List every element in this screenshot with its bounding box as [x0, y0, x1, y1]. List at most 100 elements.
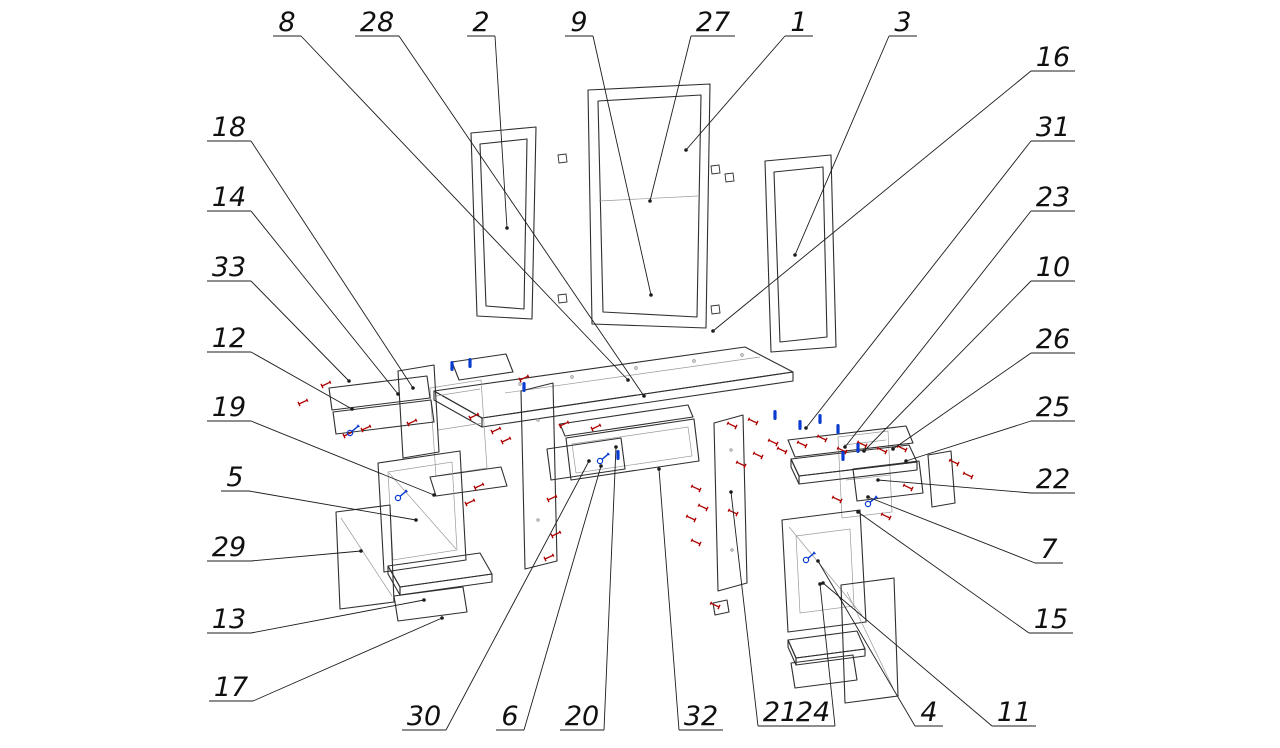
confirmat-screw-icon	[596, 452, 610, 465]
leader-line-24	[819, 583, 836, 727]
confirmat-screw-icon	[864, 495, 878, 508]
callout-label-1: 1	[790, 7, 807, 38]
leader-dot-10	[862, 449, 866, 453]
dowel-pin-icon	[773, 410, 777, 420]
leader-line-14	[250, 210, 399, 395]
leader-line-21	[730, 491, 759, 727]
tabletop-left-edge	[433, 390, 483, 428]
leader-dot-14	[396, 392, 400, 396]
hinge-tab	[557, 153, 568, 164]
callout-label-12: 12	[212, 323, 246, 354]
leader-line-5	[248, 490, 417, 521]
dowel-pin-icon	[798, 420, 802, 430]
dowel-pin-icon	[836, 424, 840, 434]
leader-dot-24	[818, 582, 822, 586]
leader-dot-28	[642, 394, 646, 398]
right-back-panel	[840, 577, 899, 704]
callout-label-21: 21	[763, 697, 797, 728]
side-panel-right	[713, 414, 748, 592]
callout-label-11: 11	[997, 697, 1031, 728]
screw-icon	[473, 482, 485, 491]
screw-icon	[752, 451, 764, 460]
hardware-fasteners-layer	[297, 358, 974, 610]
callout-label-9: 9	[570, 7, 587, 38]
leader-dot-23	[843, 445, 847, 449]
leader-line-16	[712, 70, 1032, 332]
leader-line-2	[494, 35, 508, 229]
hinge-tab	[710, 164, 721, 175]
leader-line-8	[300, 35, 629, 381]
callout-label-29: 29	[212, 532, 246, 563]
screw-icon	[902, 483, 914, 492]
leader-line-13	[250, 599, 425, 634]
leader-dot-19	[432, 493, 436, 497]
confirmat-screw-icon	[802, 551, 816, 564]
leader-dot-31	[804, 426, 808, 430]
screw-icon	[747, 417, 759, 426]
small-bracket	[712, 599, 730, 616]
leader-dot-12	[350, 407, 354, 411]
screw-icon	[518, 374, 530, 383]
screw-icon	[831, 495, 843, 504]
callout-label-5: 5	[226, 462, 243, 493]
screw-icon	[836, 446, 848, 455]
confirmat-screw-icon	[346, 424, 360, 437]
left-vertical-panel	[397, 364, 440, 459]
screw-icon	[464, 498, 476, 507]
leader-line-32	[658, 468, 680, 731]
callout-label-31: 31	[1036, 112, 1070, 143]
leader-line-30	[445, 460, 590, 731]
leader-line-26	[892, 352, 1032, 450]
side-panels	[520, 382, 748, 592]
right-lower-shelf-edge1	[787, 639, 797, 666]
leader-line-1	[685, 35, 786, 151]
mirror-frames	[470, 83, 837, 353]
leader-line-23	[844, 210, 1032, 448]
right-mirror-frame-inner	[773, 166, 828, 343]
leader-line-19	[250, 420, 435, 496]
callout-leader-lines	[248, 35, 1036, 731]
leader-line-15	[857, 511, 1030, 634]
dowel-pin-icon	[818, 414, 822, 424]
callout-label-10: 10	[1036, 252, 1070, 283]
leader-dot-30	[587, 459, 591, 463]
dowel-pin-icon	[856, 443, 860, 453]
leader-line-9	[592, 35, 652, 296]
main-mirror-frame-outer	[587, 83, 711, 329]
left-drawer-front-lower	[332, 399, 435, 435]
dowel-pin-icon	[450, 361, 454, 371]
leader-dot-18	[411, 386, 415, 390]
leader-dot-32	[657, 467, 661, 471]
callout-label-27: 27	[696, 7, 730, 38]
callout-label-8: 8	[278, 7, 295, 38]
leader-line-33	[250, 280, 350, 382]
right-mirror-frame-outer	[764, 154, 837, 353]
leader-dot-29	[359, 549, 363, 553]
back-rail	[559, 404, 694, 437]
callout-label-17: 17	[214, 672, 248, 703]
leader-dot-4	[816, 559, 820, 563]
leader-dot-15	[856, 510, 860, 514]
hinge-tab	[724, 172, 735, 183]
callout-label-7: 7	[1040, 534, 1057, 565]
leader-line-31	[805, 140, 1032, 429]
callout-label-16: 16	[1036, 42, 1070, 73]
right-lower-panel	[781, 509, 867, 633]
callout-label-26: 26	[1036, 324, 1070, 355]
screw-icon	[726, 421, 738, 430]
leader-dot-9	[649, 293, 653, 297]
screw-icon	[767, 438, 779, 447]
callout-label-30: 30	[407, 701, 441, 732]
callout-label-28: 28	[360, 7, 394, 38]
leader-dot-27	[648, 199, 652, 203]
screw-icon	[697, 503, 709, 512]
leader-dot-2	[505, 226, 509, 230]
callout-label-6: 6	[501, 701, 518, 732]
screw-icon	[816, 434, 828, 443]
screw-icon	[297, 398, 309, 407]
right-lower-drawer-front	[790, 654, 858, 689]
leader-line-20	[603, 446, 617, 731]
dowel-pin-icon	[522, 382, 526, 392]
left-front-panel	[335, 504, 395, 610]
